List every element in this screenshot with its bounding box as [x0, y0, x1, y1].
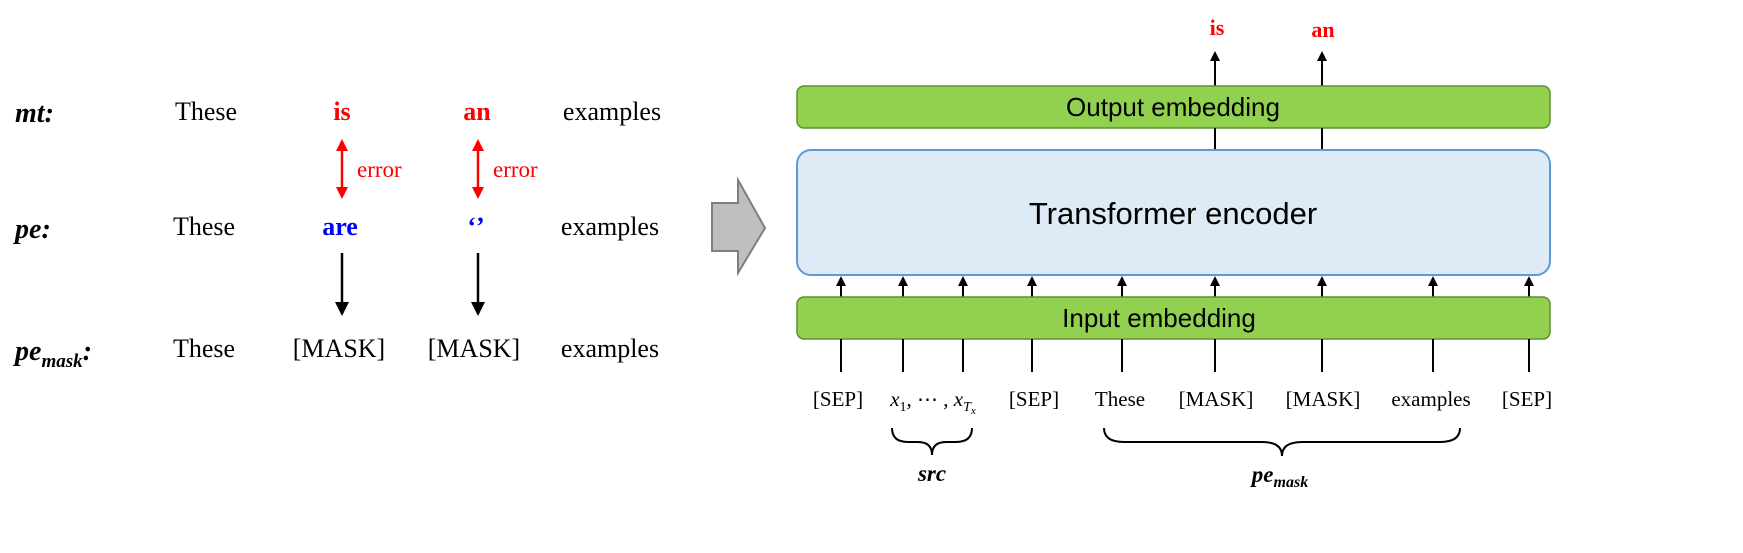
- mt-token-examples: examples: [563, 97, 661, 126]
- input-embedding-box: [796, 296, 1551, 340]
- src-brace-label: src: [917, 461, 946, 486]
- transformer-encoder-box: [796, 149, 1551, 276]
- input-token-mask-1: [MASK]: [1179, 387, 1254, 411]
- output-embedding-box: [796, 85, 1551, 129]
- pe-mask-brace-label: pemask: [1250, 462, 1308, 491]
- pe-token-examples: examples: [561, 212, 659, 241]
- input-to-encoder-arrows: [836, 276, 1534, 297]
- row-label-pe-mask: pemask:: [13, 336, 92, 372]
- input-embedding-label: Input embedding: [1062, 303, 1256, 333]
- input-token-sep-1: [SEP]: [813, 387, 863, 411]
- pemask-token-these: These: [173, 334, 235, 363]
- row-label-pe: pe:: [13, 214, 51, 245]
- src-brace: [891, 427, 973, 456]
- input-token-sep-3: [SEP]: [1502, 387, 1552, 411]
- output-embedding-label: Output embedding: [1066, 92, 1280, 122]
- transformer-encoder-label: Transformer encoder: [1029, 196, 1317, 231]
- input-token-mask-2: [MASK]: [1286, 387, 1361, 411]
- mt-token-these: These: [175, 97, 237, 126]
- output-token-is: is: [1210, 15, 1225, 40]
- input-token-examples: examples: [1391, 387, 1470, 411]
- mt-token-an: an: [463, 97, 491, 126]
- input-token-stems: [840, 339, 1530, 372]
- mt-token-is: is: [333, 97, 350, 126]
- transition-arrow-icon: [711, 176, 767, 277]
- pemask-token-mask2: [MASK]: [428, 334, 520, 363]
- input-token-sep-2: [SEP]: [1009, 387, 1059, 411]
- output-token-an: an: [1311, 17, 1334, 42]
- row-label-mt: mt:: [15, 98, 54, 129]
- input-token-these: These: [1095, 387, 1145, 411]
- error-label-1: error: [357, 157, 402, 182]
- input-token-src: x1, ⋯ , xTx: [889, 387, 976, 417]
- pe-mask-brace: [1103, 427, 1461, 457]
- error-label-2: error: [493, 157, 538, 182]
- pe-token-are: are: [322, 212, 358, 241]
- pe-token-these: These: [173, 212, 235, 241]
- pe-token-empty: ‘’: [467, 212, 484, 241]
- pemask-token-examples: examples: [561, 334, 659, 363]
- pemask-token-mask1: [MASK]: [293, 334, 385, 363]
